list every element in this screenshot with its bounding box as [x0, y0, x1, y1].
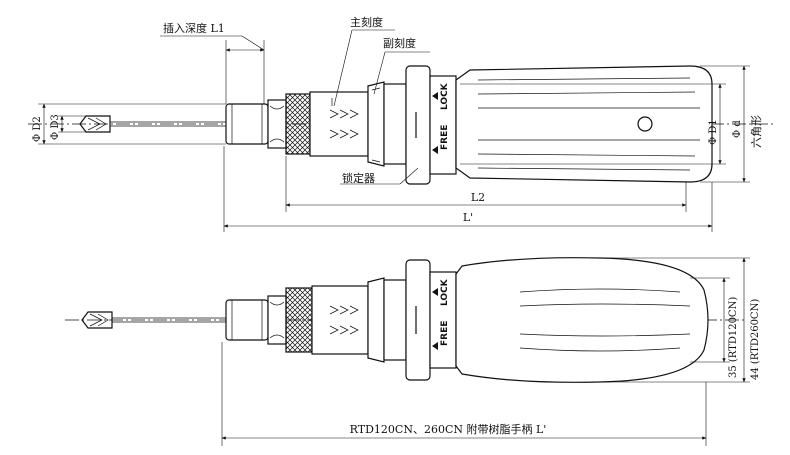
top-main-scale-body: [309, 91, 369, 157]
top-handle: [455, 65, 713, 183]
top-bit-holder: [225, 99, 287, 149]
bottom-knurled-collar: [285, 287, 313, 353]
bottom-bit-tip: [81, 311, 226, 329]
label-dim-35: 35 (RTD120CN): [728, 297, 739, 378]
label-d: Φ d: [732, 120, 743, 138]
top-view: LOCK FREE 插入深度 L1 主刻度: [28, 15, 775, 232]
top-sub-scale: [367, 81, 385, 167]
top-knurled-collar: [285, 93, 311, 155]
label-l2: L2: [471, 191, 485, 204]
bottom-lock-text: LOCK: [440, 278, 450, 306]
bottom-main-scale-body: [311, 285, 369, 355]
label-d2: Φ D2: [32, 116, 43, 142]
label-d1: Φ D1: [708, 119, 719, 145]
top-free-text: FREE: [440, 125, 450, 150]
bottom-bit-holder: [225, 295, 287, 345]
leader-sub-scale: [373, 51, 430, 95]
dim-right-diameters: [460, 65, 750, 183]
bottom-resin-handle: [455, 257, 709, 383]
dim-insert-depth: [160, 35, 265, 104]
dim-bottom-overall: [221, 342, 707, 446]
bottom-free-text: FREE: [440, 321, 450, 346]
bottom-locker: [383, 259, 457, 381]
label-locker: 锁定器: [342, 171, 375, 185]
label-insert-depth: 插入深度 L1: [163, 21, 225, 35]
leader-main-scale: [333, 29, 395, 107]
top-lock-text: LOCK: [440, 82, 450, 110]
leader-locker: [340, 167, 419, 185]
label-bottom-caption: RTD120CN、260CN 附带树脂手柄 L': [350, 422, 547, 436]
top-bit-tip: [79, 115, 226, 133]
label-l-prime: L': [463, 211, 473, 224]
label-main-scale: 主刻度: [350, 15, 383, 29]
label-hex: 六角形: [750, 115, 763, 148]
dim-bottom-right: [600, 257, 750, 383]
label-sub-scale: 副刻度: [383, 36, 416, 50]
bottom-view: LOCK FREE 35 (RTD120CN) 44 (RTD260CN): [65, 257, 761, 446]
label-d3: Φ D3: [50, 114, 61, 140]
top-handle-hole: [637, 116, 653, 132]
dim-l2: [285, 156, 687, 212]
label-dim-44: 44 (RTD260CN): [750, 299, 761, 380]
dim-l-prime: [223, 146, 713, 232]
bottom-sub-scale: [367, 277, 385, 363]
dim-d2-d3: [38, 103, 226, 145]
